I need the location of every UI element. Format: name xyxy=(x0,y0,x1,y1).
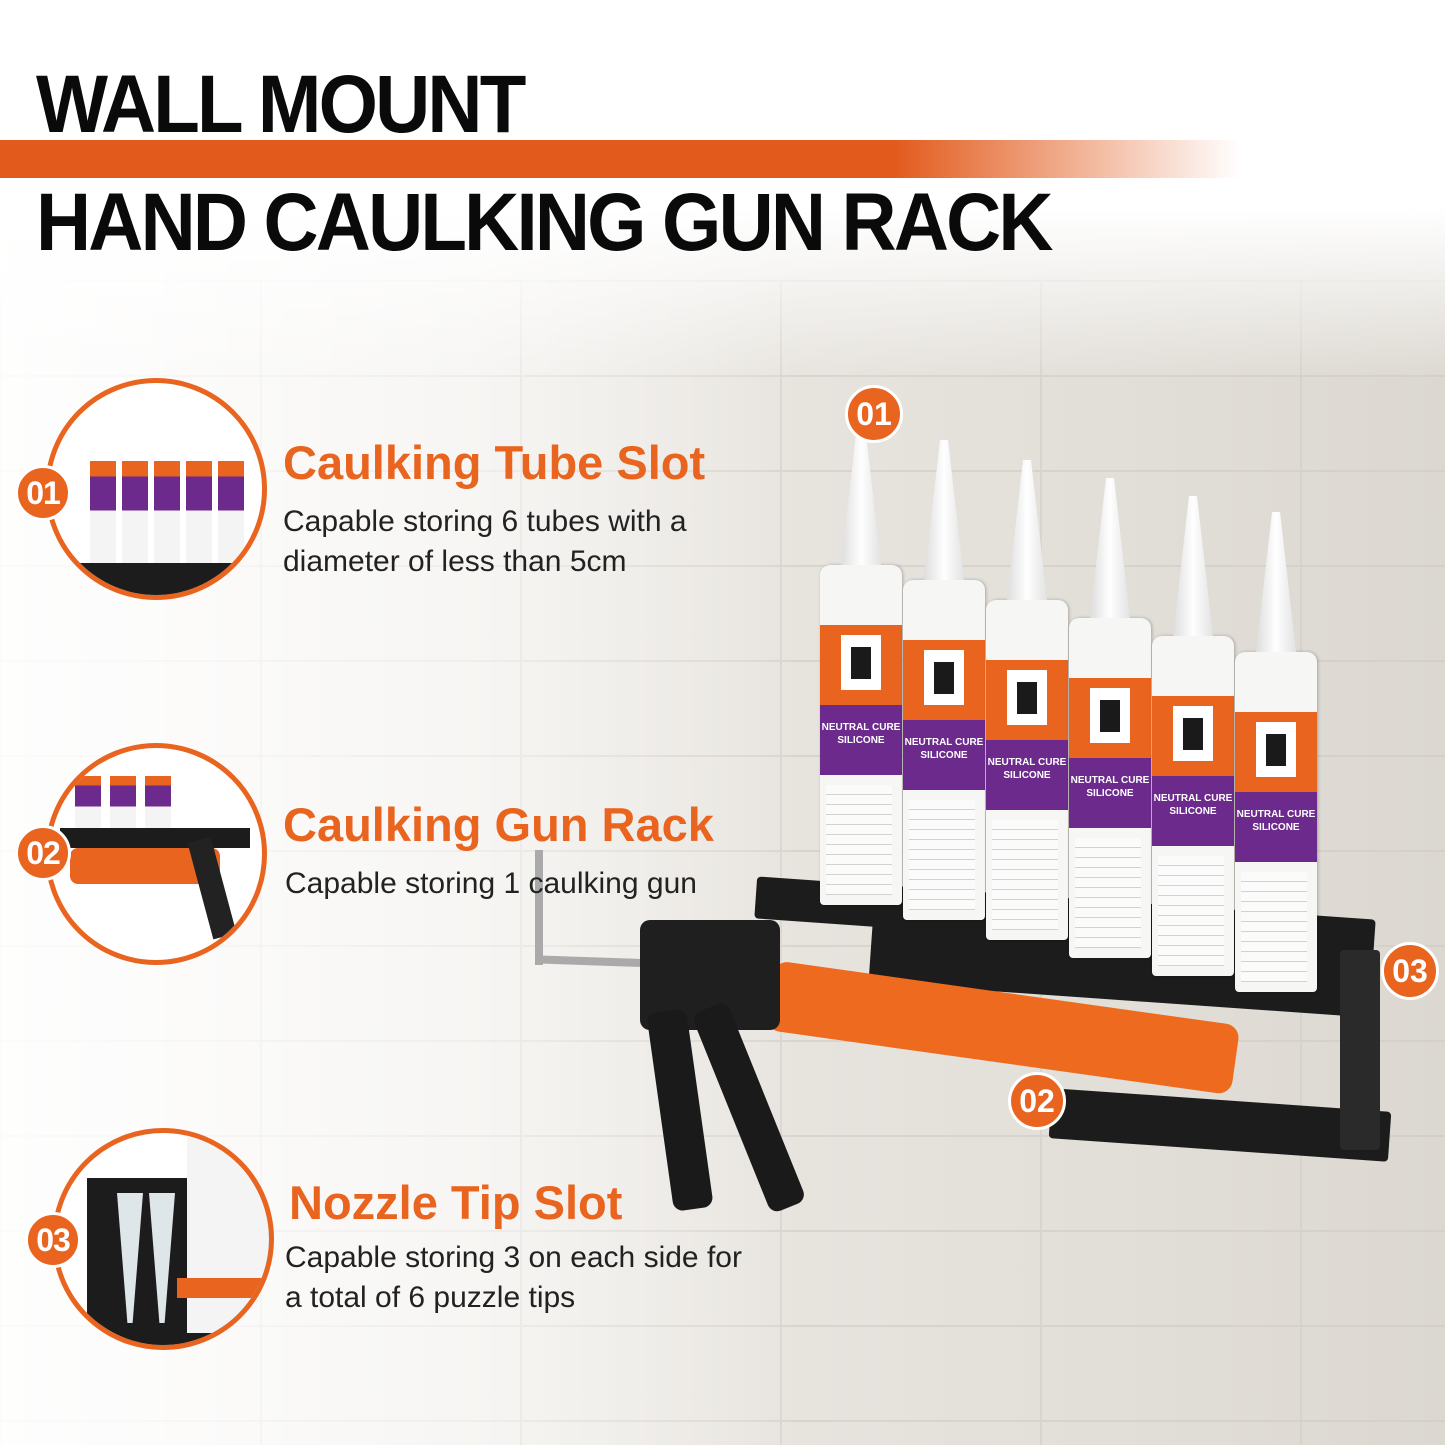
feature-number-badge: 03 xyxy=(25,1212,81,1268)
feature-number-badge: 02 xyxy=(15,825,71,881)
feature-title: Nozzle Tip Slot xyxy=(289,1176,623,1229)
callout-01: 01 xyxy=(845,385,903,443)
feature-number-badge: 01 xyxy=(15,465,71,521)
caulk-tube: NEUTRAL CURE SILICONE xyxy=(1069,478,1151,958)
feature-title: Caulking Gun Rack xyxy=(283,798,714,851)
caulk-tube: NEUTRAL CURE SILICONE xyxy=(1152,496,1234,976)
title-line-2: HAND CAULKING GUN RACK xyxy=(36,177,1053,268)
nozzle-slot-detail-image xyxy=(52,1128,274,1350)
feature-title: Caulking Tube Slot xyxy=(283,436,706,489)
caulk-tube: NEUTRAL CURE SILICONE xyxy=(986,460,1068,940)
header-background xyxy=(0,0,1445,380)
feature-description: Capable storing 6 tubes with a diameter … xyxy=(283,505,687,578)
gun-rod-hook xyxy=(535,850,543,965)
gun-rack-detail-image xyxy=(45,743,267,965)
caulk-tube: NEUTRAL CURE SILICONE xyxy=(1235,512,1317,992)
caulk-tube: NEUTRAL CURE SILICONE xyxy=(820,425,902,905)
feature-description: Capable storing 3 on each side for a tot… xyxy=(285,1241,742,1314)
callout-03: 03 xyxy=(1381,942,1439,1000)
accent-bar xyxy=(0,140,1240,178)
title-line-1: WALL MOUNT xyxy=(36,59,526,150)
tube-slot-detail-image xyxy=(45,378,267,600)
caulk-tube: NEUTRAL CURE SILICONE xyxy=(903,440,985,920)
feature-description: Capable storing 1 caulking gun xyxy=(285,867,697,900)
nozzle-holder xyxy=(1340,950,1380,1150)
callout-02: 02 xyxy=(1008,1072,1066,1130)
